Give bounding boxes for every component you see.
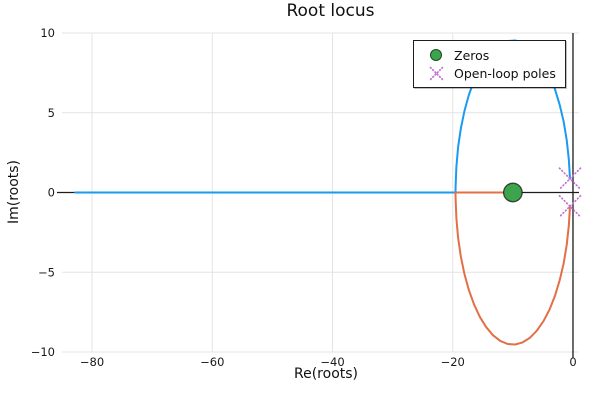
y-tick-label--5: −5 xyxy=(38,265,55,279)
y-tick-label-0: 0 xyxy=(48,186,55,200)
x-tick-label--40: −40 xyxy=(320,355,344,369)
locus-branch-2 xyxy=(454,191,571,346)
legend-label: Open-loop poles xyxy=(454,65,556,81)
legend-marker-cell xyxy=(418,49,454,61)
circle-icon xyxy=(430,49,442,61)
y-axis-label: Im(roots) xyxy=(6,159,22,225)
legend-item-zeros: Zeros xyxy=(418,46,561,64)
y-tick-label-10: 10 xyxy=(40,26,55,40)
chart-title: Root locus xyxy=(286,1,375,21)
x-tick-label--60: −60 xyxy=(200,355,224,369)
x-tick-label--20: −20 xyxy=(441,355,465,369)
legend-marker-cell xyxy=(418,65,454,82)
x-tick-label--80: −80 xyxy=(80,355,104,369)
legend-label: Zeros xyxy=(454,47,490,63)
legend-item-open-loop-poles: Open-loop poles xyxy=(418,64,561,82)
y-tick-label-5: 5 xyxy=(48,106,55,120)
x-tick-label-0: 0 xyxy=(569,355,576,369)
y-tick-label--10: −10 xyxy=(31,345,55,359)
legend: Zeros Open-loop poles xyxy=(413,40,566,88)
pole-marker xyxy=(558,167,582,191)
x-axis-label: Re(roots) xyxy=(294,366,358,382)
pole-marker xyxy=(558,194,582,218)
x-icon xyxy=(429,66,443,80)
zero-marker xyxy=(502,182,523,203)
